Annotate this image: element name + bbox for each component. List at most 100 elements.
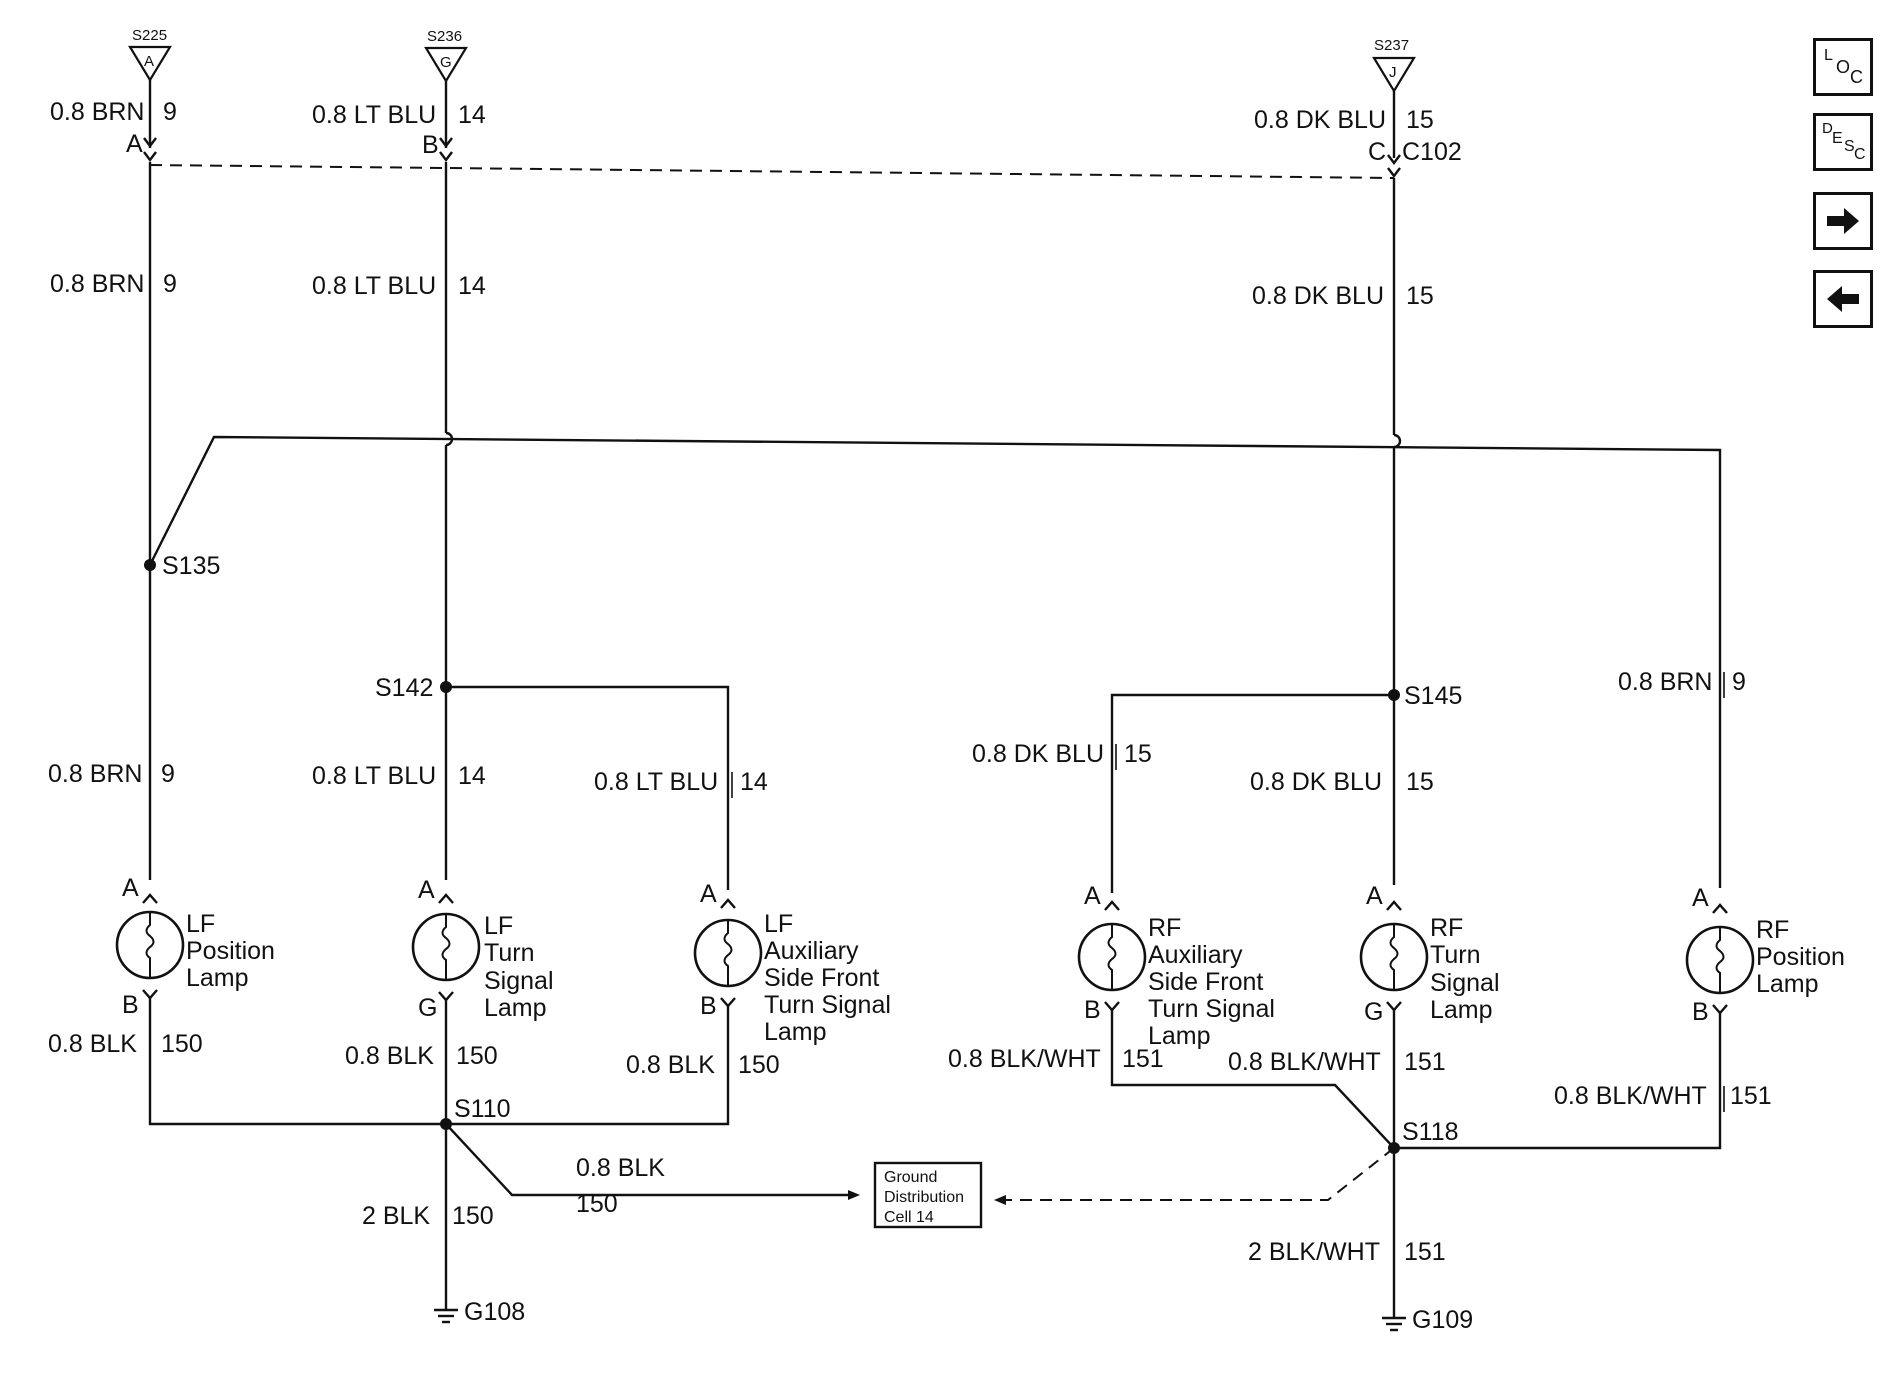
wire-label-rf-aux-feed: 0.8 DK BLU (972, 740, 1104, 768)
pin-a-rf-pos: A (1692, 884, 1709, 912)
circuit-label-rf-pos-feed: 9 (1732, 668, 1746, 696)
top-connector-s225: S225 A (128, 27, 172, 83)
wire-label-lf-pos-ground: 0.8 BLK (48, 1030, 137, 1058)
wire-label-mid-ltblu: 0.8 LT BLU (312, 272, 436, 300)
ground-box-line-2: Distribution (884, 1189, 964, 1206)
wire-label-g108-feed: 2 BLK (362, 1202, 430, 1230)
pin-b-rf-pos: B (1692, 998, 1709, 1026)
diagram-text: Auxiliary (1148, 941, 1243, 969)
wire-label-lf-aux-ground: 0.8 BLK (626, 1051, 715, 1079)
description-button[interactable]: D E S C (1813, 113, 1873, 171)
diagram-text: Lamp (1430, 996, 1493, 1024)
circuit-label-lf-turn-feed: 14 (458, 762, 486, 790)
pin-a-rf-aux: A (1084, 882, 1101, 910)
splice-label-s135: S135 (162, 552, 220, 580)
diagram-text: Turn Signal (764, 991, 891, 1019)
lamp-name-rf-pos: RF Position Lamp (1756, 916, 1845, 998)
next-button[interactable] (1813, 192, 1873, 250)
wire-label-rf-pos-feed: 0.8 BRN (1618, 668, 1712, 696)
circuit-label-lf-pos-ground: 150 (161, 1030, 203, 1058)
previous-button[interactable] (1813, 270, 1873, 328)
diagram-text: Side Front (1148, 968, 1263, 996)
pin-a-lf-aux: A (700, 880, 717, 908)
triangle-letter-s236: G (440, 54, 452, 71)
ground-label-g109: G109 (1412, 1306, 1473, 1334)
pin-g-lf-turn: G (418, 994, 437, 1022)
circuit-label-rf-aux-feed: 15 (1124, 740, 1152, 768)
lamp-name-lf-pos: LF Position Lamp (186, 910, 275, 992)
circuit-label-rf-aux-ground: 151 (1122, 1045, 1164, 1073)
circuit-label-lf-turn-ground: 150 (456, 1042, 498, 1070)
circuit-label-ground-cell: 150 (576, 1190, 618, 1218)
circuit-label-lf-aux-ground: 150 (738, 1051, 780, 1079)
loc-letter-l: L (1824, 47, 1833, 64)
splice-label-s225: S225 (132, 27, 167, 44)
triangle-letter-s225: A (144, 53, 154, 70)
circuit-label-mid-brn: 9 (163, 270, 177, 298)
diagram-text: Turn (1430, 941, 1480, 969)
pin-a-rf-turn: A (1366, 882, 1383, 910)
diagram-text: RF (1756, 916, 1789, 944)
diagram-text: RF (1430, 914, 1463, 942)
lamp-name-lf-aux: LF Auxiliary Side Front Turn Signal Lamp (764, 910, 891, 1046)
diagram-text: Lamp (764, 1018, 827, 1046)
desc-letter-e: E (1832, 130, 1843, 147)
wire-label-g109-feed: 2 BLK/WHT (1248, 1238, 1380, 1266)
diagram-text: Signal (1430, 969, 1500, 997)
diagram-text: LF (764, 910, 793, 938)
wire-label-rf-aux-ground: 0.8 BLK/WHT (948, 1045, 1101, 1073)
diagram-text: Signal (484, 967, 554, 995)
diagram-text: RF (1148, 914, 1181, 942)
location-button[interactable]: L O C (1813, 38, 1873, 96)
diagram-text: Turn (484, 939, 534, 967)
splice-label-s142: S142 (375, 674, 433, 702)
ground-wires (148, 998, 1722, 1318)
circuit-label-top-ltblu: 14 (458, 101, 486, 129)
circuit-label-lf-aux-feed: 14 (740, 768, 768, 796)
pin-a-lf-pos: A (122, 874, 139, 902)
wire-label-lf-aux-feed: 0.8 LT BLU (594, 768, 718, 796)
connector-label-c102: C102 (1402, 138, 1462, 166)
pin-b-rf-aux: B (1084, 996, 1101, 1024)
splice-label-s237: S237 (1374, 37, 1409, 54)
circuit-label-rf-turn-feed: 15 (1406, 768, 1434, 796)
splice-dots (144, 559, 1400, 1154)
pin-label-top-ltblu: B (422, 131, 439, 159)
circuit-label-rf-pos-ground: 151 (1730, 1082, 1772, 1110)
diagram-text: Lamp (1148, 1022, 1211, 1050)
desc-letter-d: D (1822, 120, 1833, 137)
splice-label-s145: S145 (1404, 682, 1462, 710)
wire-label-top-ltblu: 0.8 LT BLU (312, 101, 436, 129)
right-arrow-icon (1827, 208, 1859, 234)
wire-label-lf-turn-ground: 0.8 BLK (345, 1042, 434, 1070)
diagram-text: Lamp (1756, 970, 1819, 998)
circuit-label-top-brn: 9 (163, 98, 177, 126)
loc-letter-o: O (1836, 57, 1851, 77)
pin-b-lf-pos: B (122, 991, 139, 1019)
diagram-text: Position (1756, 943, 1845, 971)
pin-g-rf-turn: G (1364, 998, 1383, 1026)
ground-distribution-box[interactable]: Ground Distribution Cell 14 (873, 1161, 983, 1229)
wire-label-rf-turn-ground: 0.8 BLK/WHT (1228, 1048, 1381, 1076)
diagram-text: Turn Signal (1148, 995, 1275, 1023)
wire-label-lf-turn-feed: 0.8 LT BLU (312, 762, 436, 790)
wire-label-rf-turn-feed: 0.8 DK BLU (1250, 768, 1382, 796)
diagram-text: Lamp (186, 964, 249, 992)
pin-b-lf-aux: B (700, 992, 717, 1020)
desc-letter-c: C (1854, 146, 1866, 163)
top-connector-s237: S237 J (1372, 37, 1416, 94)
wire-label-ground-cell: 0.8 BLK (576, 1154, 665, 1182)
diagram-text: Side Front (764, 964, 879, 992)
wire-label-lf-pos-feed: 0.8 BRN (48, 760, 142, 788)
diagram-text: Lamp (484, 994, 547, 1022)
diagram-text: Position (186, 937, 275, 965)
circuit-label-g108-feed: 150 (452, 1202, 494, 1230)
diagram-text: LF (484, 912, 513, 940)
splice-label-s118: S118 (1402, 1118, 1459, 1146)
wire-label-mid-dkblu: 0.8 DK BLU (1252, 282, 1384, 310)
left-arrow-icon (1827, 286, 1859, 312)
pin-a-lf-turn: A (418, 876, 435, 904)
loc-letter-c: C (1850, 67, 1863, 87)
circuit-label-mid-ltblu: 14 (458, 272, 486, 300)
